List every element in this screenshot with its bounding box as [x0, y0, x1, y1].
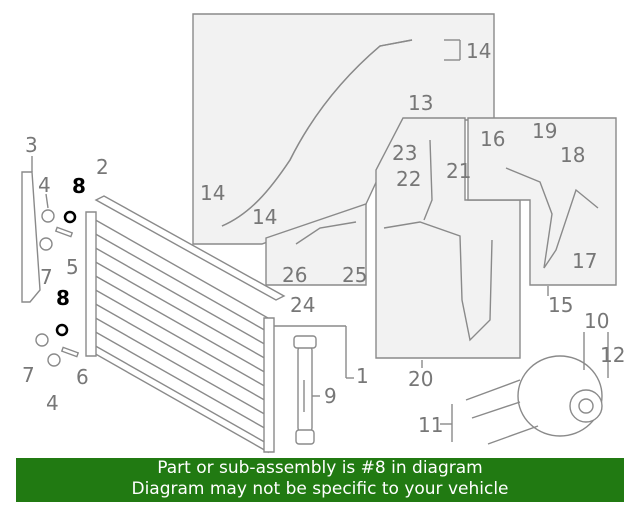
parts-diagram: 1 2 3 4 4 5 6 7 7 8 8 9 10 11 12 13 14 1…	[21, 13, 625, 454]
callout-22: 22	[396, 167, 421, 191]
callout-14-right: 14	[252, 205, 277, 229]
callout-23: 23	[392, 141, 417, 165]
callout-13: 13	[408, 91, 433, 115]
callout-16: 16	[480, 127, 505, 151]
callout-25: 25	[342, 263, 367, 287]
callout-7-lower: 7	[22, 363, 35, 387]
leader-lines	[31, 39, 609, 442]
receiver-drier	[293, 335, 317, 445]
hose-15	[505, 167, 599, 269]
callout-9: 9	[324, 384, 337, 408]
callout-17: 17	[572, 249, 597, 273]
callout-2: 2	[96, 155, 109, 179]
callout-5: 5	[66, 255, 79, 279]
callout-11: 11	[418, 413, 443, 437]
hose-20	[383, 221, 493, 342]
o-ring-highlight-lower	[55, 323, 69, 337]
callout-6: 6	[76, 365, 89, 389]
callout-7-upper: 7	[40, 265, 53, 289]
side-bracket	[21, 171, 41, 303]
banner-line-2: Diagram may not be specific to your vehi…	[131, 479, 509, 499]
callout-18: 18	[560, 143, 585, 167]
callout-21: 21	[446, 159, 471, 183]
hose-24	[295, 221, 357, 245]
o-ring-highlight-upper	[63, 210, 77, 224]
callout-4-lower: 4	[46, 391, 59, 415]
callout-14-top: 14	[466, 39, 491, 63]
condenser	[85, 195, 286, 454]
callout-24: 24	[290, 293, 315, 317]
banner-line-1: Part or sub-assembly is #8 in diagram	[157, 458, 483, 478]
callout-12: 12	[600, 343, 625, 367]
callout-3: 3	[25, 133, 38, 157]
bolts	[465, 379, 539, 445]
callout-14-left: 14	[200, 181, 225, 205]
panel-20	[375, 117, 521, 359]
callout-1: 1	[356, 364, 369, 388]
callout-4-upper: 4	[38, 173, 51, 197]
callout-10: 10	[584, 309, 609, 333]
callout-8-upper: 8	[72, 174, 86, 198]
callout-8-lower: 8	[56, 286, 70, 310]
compressor	[517, 355, 603, 437]
callout-15: 15	[548, 293, 573, 317]
callout-26: 26	[282, 263, 307, 287]
info-banner: Part or sub-assembly is #8 in diagram Di…	[16, 458, 624, 502]
hardware-left	[35, 209, 80, 367]
callout-19: 19	[532, 119, 557, 143]
callout-20: 20	[408, 367, 433, 391]
panel-15	[467, 117, 617, 286]
